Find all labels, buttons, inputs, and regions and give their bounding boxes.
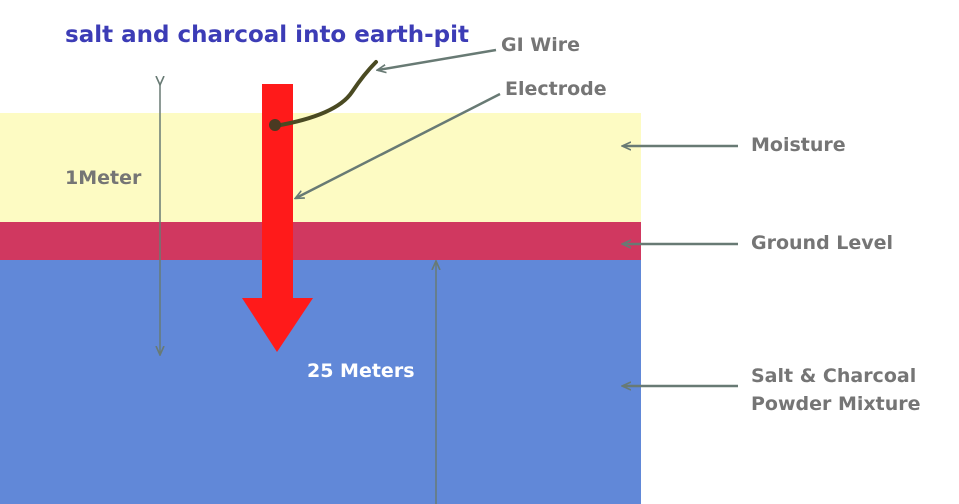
electrode-arrow bbox=[242, 84, 313, 352]
moisture-label: Moisture bbox=[751, 134, 846, 156]
one-meter-label: 1Meter bbox=[65, 167, 142, 189]
mixture-label-line1: Salt & Charcoal bbox=[751, 365, 917, 387]
gi-wire bbox=[273, 60, 378, 128]
diagram-title: salt and charcoal into earth-pit bbox=[65, 22, 469, 48]
mixture-label: Salt & Charcoal Powder Mixture bbox=[751, 362, 921, 418]
ground-level-layer bbox=[0, 222, 641, 260]
ground-level-label: Ground Level bbox=[751, 232, 894, 254]
wire-connection-dot bbox=[269, 119, 281, 131]
gi-wire-label: GI Wire bbox=[501, 34, 581, 56]
moisture-layer bbox=[0, 113, 641, 222]
gi-wire-pointer-arrow bbox=[378, 48, 497, 70]
twenty-five-meters-label: 25 Meters bbox=[307, 360, 415, 382]
mixture-label-line2: Powder Mixture bbox=[751, 393, 921, 415]
electrode-label: Electrode bbox=[505, 78, 607, 100]
electrode-pointer-arrow bbox=[296, 92, 501, 198]
salt-charcoal-mixture-layer bbox=[0, 260, 641, 504]
